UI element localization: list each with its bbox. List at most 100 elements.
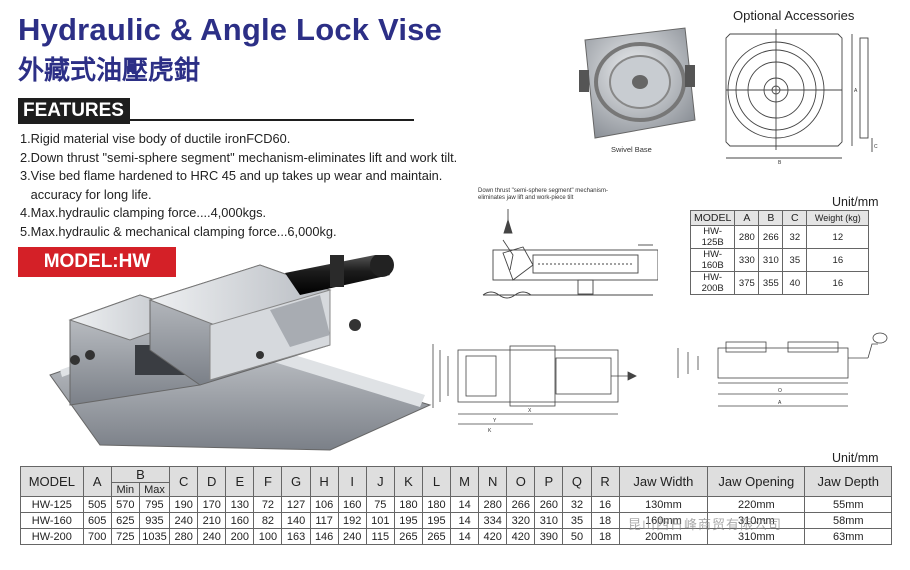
feature-item: accuracy for long life.	[20, 186, 152, 202]
column-subheader: Max	[138, 482, 171, 497]
table-cell: 170	[197, 496, 227, 513]
table-cell: 200mm	[618, 528, 709, 545]
table-cell: 320	[506, 512, 536, 529]
column-header: R	[590, 466, 620, 497]
swivel-base-drawing: BAC	[725, 29, 878, 166]
table-subheader-row: Min Max	[21, 482, 892, 497]
table-header-row: MODEL A B C Weight (kg)	[689, 210, 870, 226]
svg-text:Y: Y	[493, 418, 497, 424]
table-header-row: MODEL A B C D E F G H I J K L M N O P Q …	[20, 466, 892, 497]
column-header: G	[281, 466, 311, 497]
table-cell: 14	[450, 512, 480, 529]
table-cell: 160	[225, 512, 255, 529]
table-cell: 200	[225, 528, 255, 545]
table-cell: 795	[138, 496, 171, 513]
table-cell: 310mm	[707, 512, 806, 529]
table-cell: 280	[169, 528, 199, 545]
table-cell: HW-125B	[689, 225, 736, 249]
column-header: E	[225, 466, 255, 497]
accessories-table: MODEL A B C Weight (kg) HW-125B 280 266 …	[689, 210, 870, 295]
column-header: P	[534, 466, 564, 497]
table-cell: 355	[758, 271, 784, 295]
table-cell: 310	[534, 512, 564, 529]
table-cell: 32	[562, 496, 592, 513]
table-cell: 280	[478, 496, 508, 513]
table-cell: 265	[421, 528, 452, 545]
table-cell: 16	[590, 496, 620, 513]
table-cell: 505	[82, 496, 112, 513]
column-header: A	[82, 466, 112, 497]
svg-text:B: B	[778, 160, 782, 166]
mechanism-drawing	[482, 209, 658, 299]
column-subheader: Min	[110, 482, 140, 497]
accessories-unit: Unit/mm	[832, 195, 879, 209]
table-cell: 725	[110, 528, 140, 545]
page-title: Hydraulic & Angle Lock Vise	[18, 12, 443, 47]
table-cell: 72	[253, 496, 283, 513]
model-badge: MODEL:HW	[18, 247, 176, 277]
table-cell: HW-200B	[689, 271, 736, 295]
vise-product-image	[49, 255, 432, 451]
table-cell: 220mm	[707, 496, 806, 513]
table-cell: 192	[337, 512, 367, 529]
table-row: HW-160B 330 310 35 16	[689, 248, 870, 272]
table-cell: 18	[590, 528, 620, 545]
table-row: HW-200B 375 355 40 16	[689, 271, 870, 295]
table-cell: 375	[734, 271, 760, 295]
table-cell: 195	[393, 512, 423, 529]
spec-table: MODEL A B C D E F G H I J K L M N O P Q …	[20, 466, 892, 545]
column-header: Jaw Opening	[707, 466, 806, 497]
table-cell: 58mm	[804, 512, 892, 529]
table-cell: HW-160	[20, 512, 84, 529]
feature-item: 4.Max.hydraulic clamping force....4,000k…	[20, 205, 267, 221]
svg-text:A: A	[854, 88, 858, 94]
table-cell: 35	[782, 248, 808, 272]
vise-side-view-drawing: OA	[677, 332, 888, 407]
table-cell: 935	[138, 512, 171, 529]
column-header: A	[734, 210, 760, 226]
table-cell: HW-125	[20, 496, 84, 513]
table-cell: 163	[281, 528, 311, 545]
table-cell: 160	[337, 496, 367, 513]
table-cell: 420	[506, 528, 536, 545]
table-cell: 190	[169, 496, 199, 513]
table-cell: 18	[590, 512, 620, 529]
table-cell: 310	[758, 248, 784, 272]
spec-unit: Unit/mm	[832, 451, 879, 465]
column-header: B	[758, 210, 784, 226]
table-cell: 210	[197, 512, 227, 529]
accessories-title: Optional Accessories	[733, 8, 855, 23]
column-header: C	[169, 466, 199, 497]
feature-item: 5.Max.hydraulic & mechanical clamping fo…	[20, 223, 337, 239]
table-cell: 266	[506, 496, 536, 513]
table-cell: 280	[734, 225, 760, 249]
table-cell: 1035	[138, 528, 171, 545]
table-cell: 82	[253, 512, 283, 529]
feature-item: 1.Rigid material vise body of ductile ir…	[20, 131, 291, 146]
table-cell: 16	[806, 271, 870, 295]
svg-text:K: K	[488, 428, 492, 434]
column-header: J	[365, 466, 395, 497]
table-cell: 240	[169, 512, 199, 529]
table-cell: 700	[82, 528, 112, 545]
column-header: Jaw Depth	[804, 466, 892, 497]
column-header: MODEL	[20, 466, 84, 497]
table-cell: 14	[450, 496, 480, 513]
column-header: K	[393, 466, 423, 497]
table-cell: HW-200	[20, 528, 84, 545]
table-cell: 390	[534, 528, 564, 545]
table-cell: 310mm	[707, 528, 806, 545]
column-header: Jaw Width	[618, 466, 709, 497]
column-header: B	[110, 466, 171, 483]
feature-item: 2.Down thrust "semi-sphere segment" mech…	[20, 149, 458, 165]
table-cell: 146	[309, 528, 339, 545]
table-cell: 130	[225, 496, 255, 513]
table-cell: 180	[393, 496, 423, 513]
table-cell: 265	[393, 528, 423, 545]
table-cell: 55mm	[804, 496, 892, 513]
table-cell: 195	[421, 512, 452, 529]
column-header: H	[309, 466, 339, 497]
table-cell: 12	[806, 225, 870, 249]
